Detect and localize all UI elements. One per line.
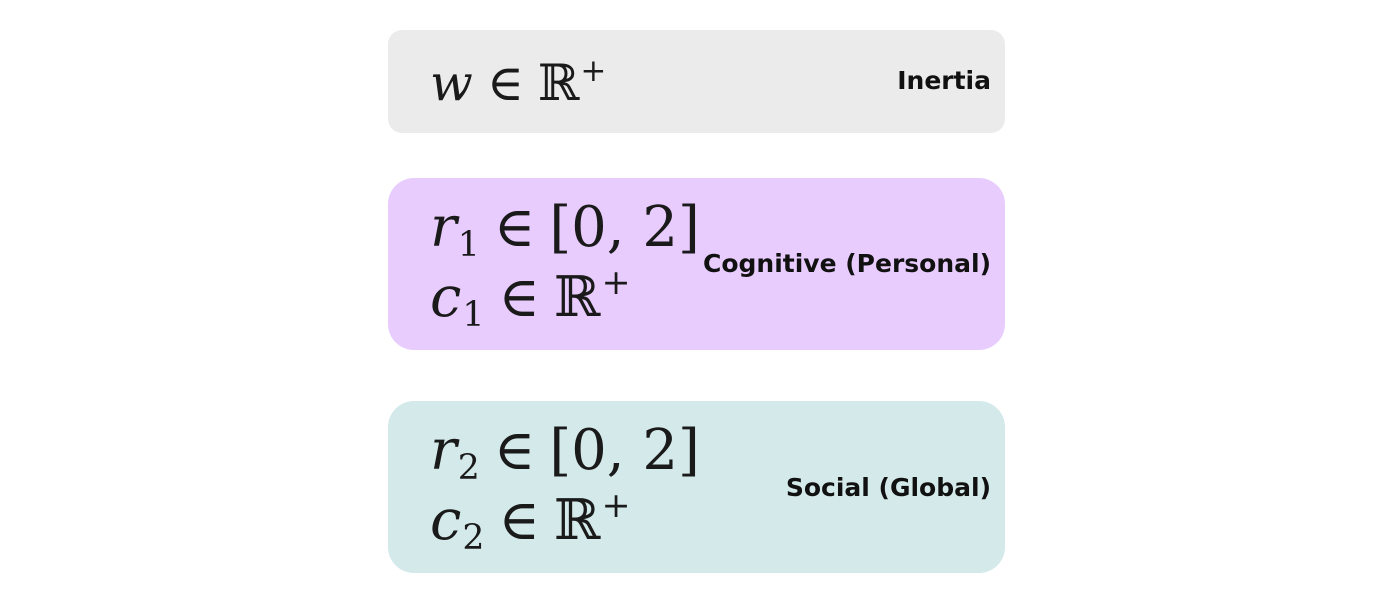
- positive-superscript: +: [601, 263, 631, 304]
- real-numbers-symbol: ℝ: [553, 265, 601, 330]
- social-label: Social (Global): [785, 473, 991, 502]
- positive-superscript: +: [601, 486, 631, 527]
- social-random-formula: r2∈[0, 2]: [430, 423, 700, 486]
- inertia-card: w∈ℝ+ Inertia: [388, 30, 1005, 133]
- inertia-formula: w∈ℝ+: [430, 55, 606, 108]
- cognitive-coefficient-subscript: 1: [462, 294, 485, 335]
- cognitive-card: r1∈[0, 2] c1∈ℝ+ Cognitive (Personal): [388, 178, 1005, 350]
- element-of-symbol: ∈: [498, 488, 540, 553]
- social-coefficient-variable: c: [430, 488, 462, 553]
- cognitive-random-variable: r: [430, 195, 457, 260]
- positive-superscript: +: [580, 52, 607, 89]
- cognitive-label: Cognitive (Personal): [702, 249, 991, 278]
- element-of-symbol: ∈: [493, 195, 536, 260]
- element-of-symbol: ∈: [486, 54, 524, 112]
- element-of-symbol: ∈: [493, 418, 536, 483]
- cognitive-coefficient-variable: c: [430, 265, 462, 330]
- social-random-variable: r: [430, 418, 457, 483]
- inertia-label: Inertia: [897, 66, 991, 95]
- real-numbers-symbol: ℝ: [553, 488, 601, 553]
- social-coefficient-formula: c2 ∈ℝ+: [430, 489, 631, 555]
- cognitive-random-subscript: 1: [457, 224, 480, 265]
- cognitive-random-formula: r1∈[0, 2]: [430, 200, 700, 263]
- inertia-variable: w: [430, 54, 473, 112]
- social-card: r2∈[0, 2] c2∈ℝ+ Social (Global): [388, 401, 1005, 573]
- social-random-subscript: 2: [457, 447, 480, 488]
- social-coefficient-subscript: 2: [462, 517, 485, 558]
- cognitive-coefficient-formula: c1 ∈ℝ+: [430, 266, 631, 332]
- element-of-symbol: ∈: [498, 265, 540, 330]
- social-random-interval: [0, 2]: [549, 418, 700, 483]
- real-numbers-symbol: ℝ: [537, 54, 580, 112]
- cognitive-random-interval: [0, 2]: [549, 195, 700, 260]
